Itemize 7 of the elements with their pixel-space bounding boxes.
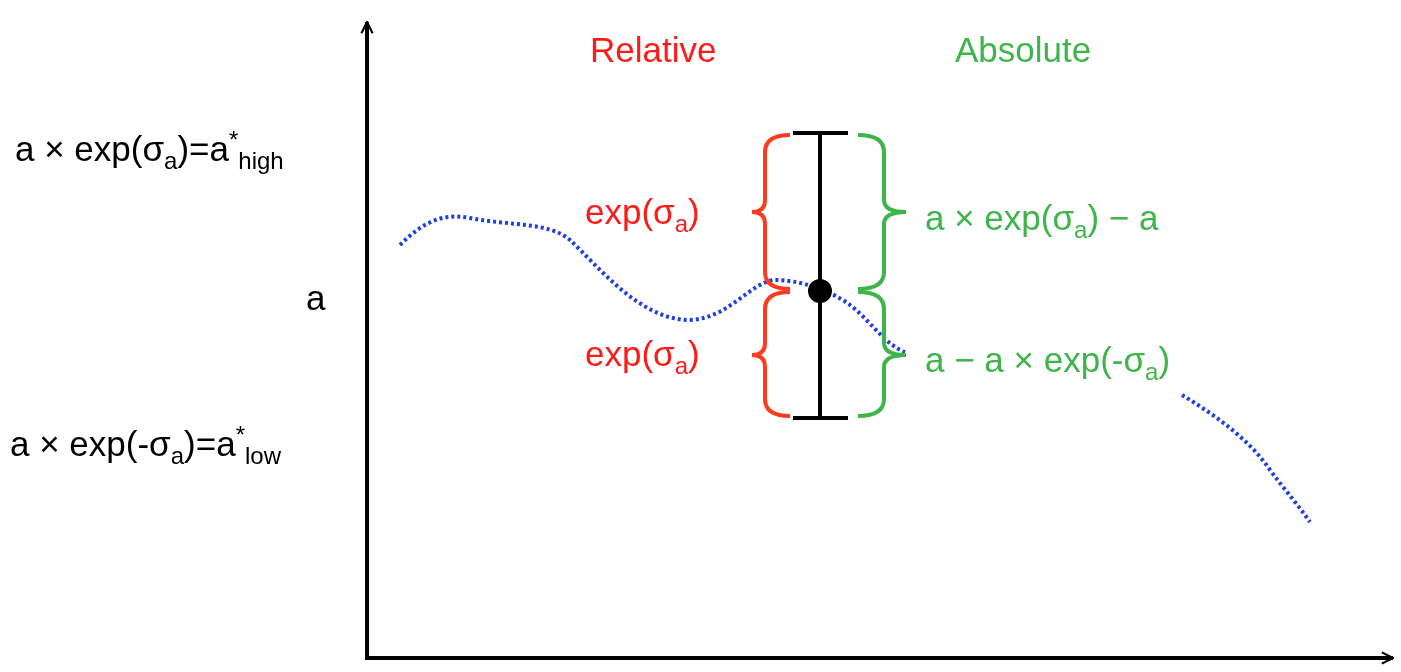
method-heading: Absolute [955,30,1092,70]
brace-label: exp(σ$_{a}$) [585,192,700,239]
tick-label: a [306,278,326,318]
brace-label: a − a × exp(-σ$_{a}$) [925,340,1171,387]
brace-label: exp(σ$_{a}$) [585,334,700,381]
brace-label: a × exp(σ$_{a}$) − a [925,198,1159,245]
method-heading: Relative [590,30,717,70]
